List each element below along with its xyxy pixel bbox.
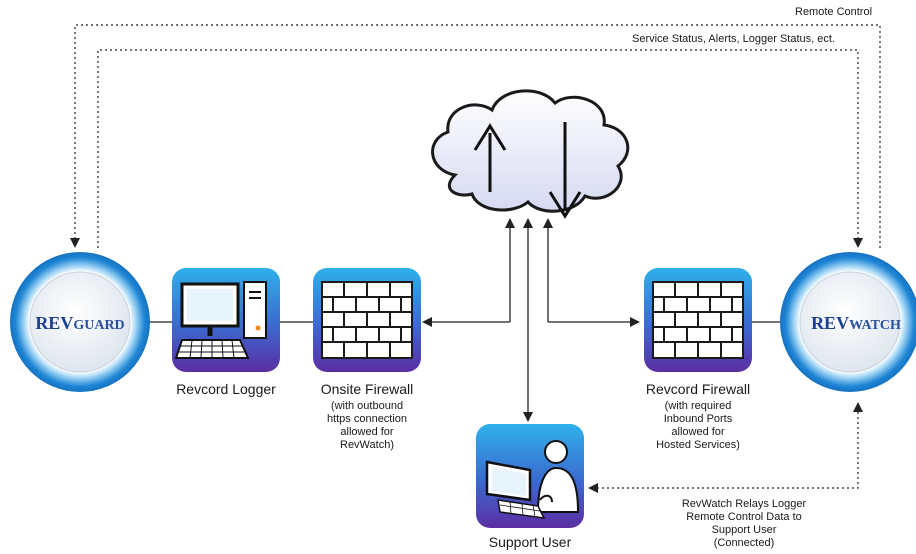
remote-control-path (74, 24, 881, 248)
service-status-label: Service Status, Alerts, Logger Status, e… (632, 33, 835, 45)
relay-arrowhead-left (588, 483, 598, 493)
relay-arrowhead-up (853, 402, 863, 412)
arrowhead-to-onsite-firewall (422, 317, 432, 327)
revcord-firewall-label: Revcord Firewall (645, 381, 751, 397)
revguard-badge: REVGUARD (10, 252, 150, 392)
user-at-computer-icon (485, 440, 580, 519)
revcord-firewall-tile (644, 268, 752, 372)
onsite-firewall-label: Onsite Firewall (320, 381, 414, 397)
arrowhead-up-left (505, 218, 515, 228)
svg-text:REVGUARD: REVGUARD (35, 313, 124, 333)
onsite-firewall-details: (with outbound https connection allowed … (326, 400, 408, 451)
computer-icon (174, 281, 267, 359)
onsite-firewall-tile (313, 268, 421, 372)
relay-path (598, 412, 859, 489)
service-status-arrowhead (853, 238, 863, 248)
logger-tile (172, 268, 280, 372)
arrowhead-to-support-user (523, 412, 533, 422)
internet-cloud (431, 89, 630, 219)
revwatch-badge: REVWATCH (780, 252, 916, 392)
support-user-tile (476, 424, 584, 528)
support-user-label: Support User (488, 534, 572, 550)
brick-wall-icon (321, 281, 413, 359)
remote-control-label: Remote Control (795, 6, 873, 18)
revcord-firewall-details: (with required Inbound Ports allowed for… (656, 400, 740, 451)
logger-label: Revcord Logger (176, 381, 276, 397)
brick-wall-icon (652, 281, 744, 359)
arrowhead-up-right (543, 218, 553, 228)
arrowhead-up-mid (523, 218, 533, 228)
remote-control-arrowhead (70, 238, 80, 248)
relay-note: RevWatch Relays Logger Remote Control Da… (681, 498, 807, 549)
arrowhead-to-revcord-firewall (630, 317, 640, 327)
svg-text:REVWATCH: REVWATCH (811, 313, 901, 333)
